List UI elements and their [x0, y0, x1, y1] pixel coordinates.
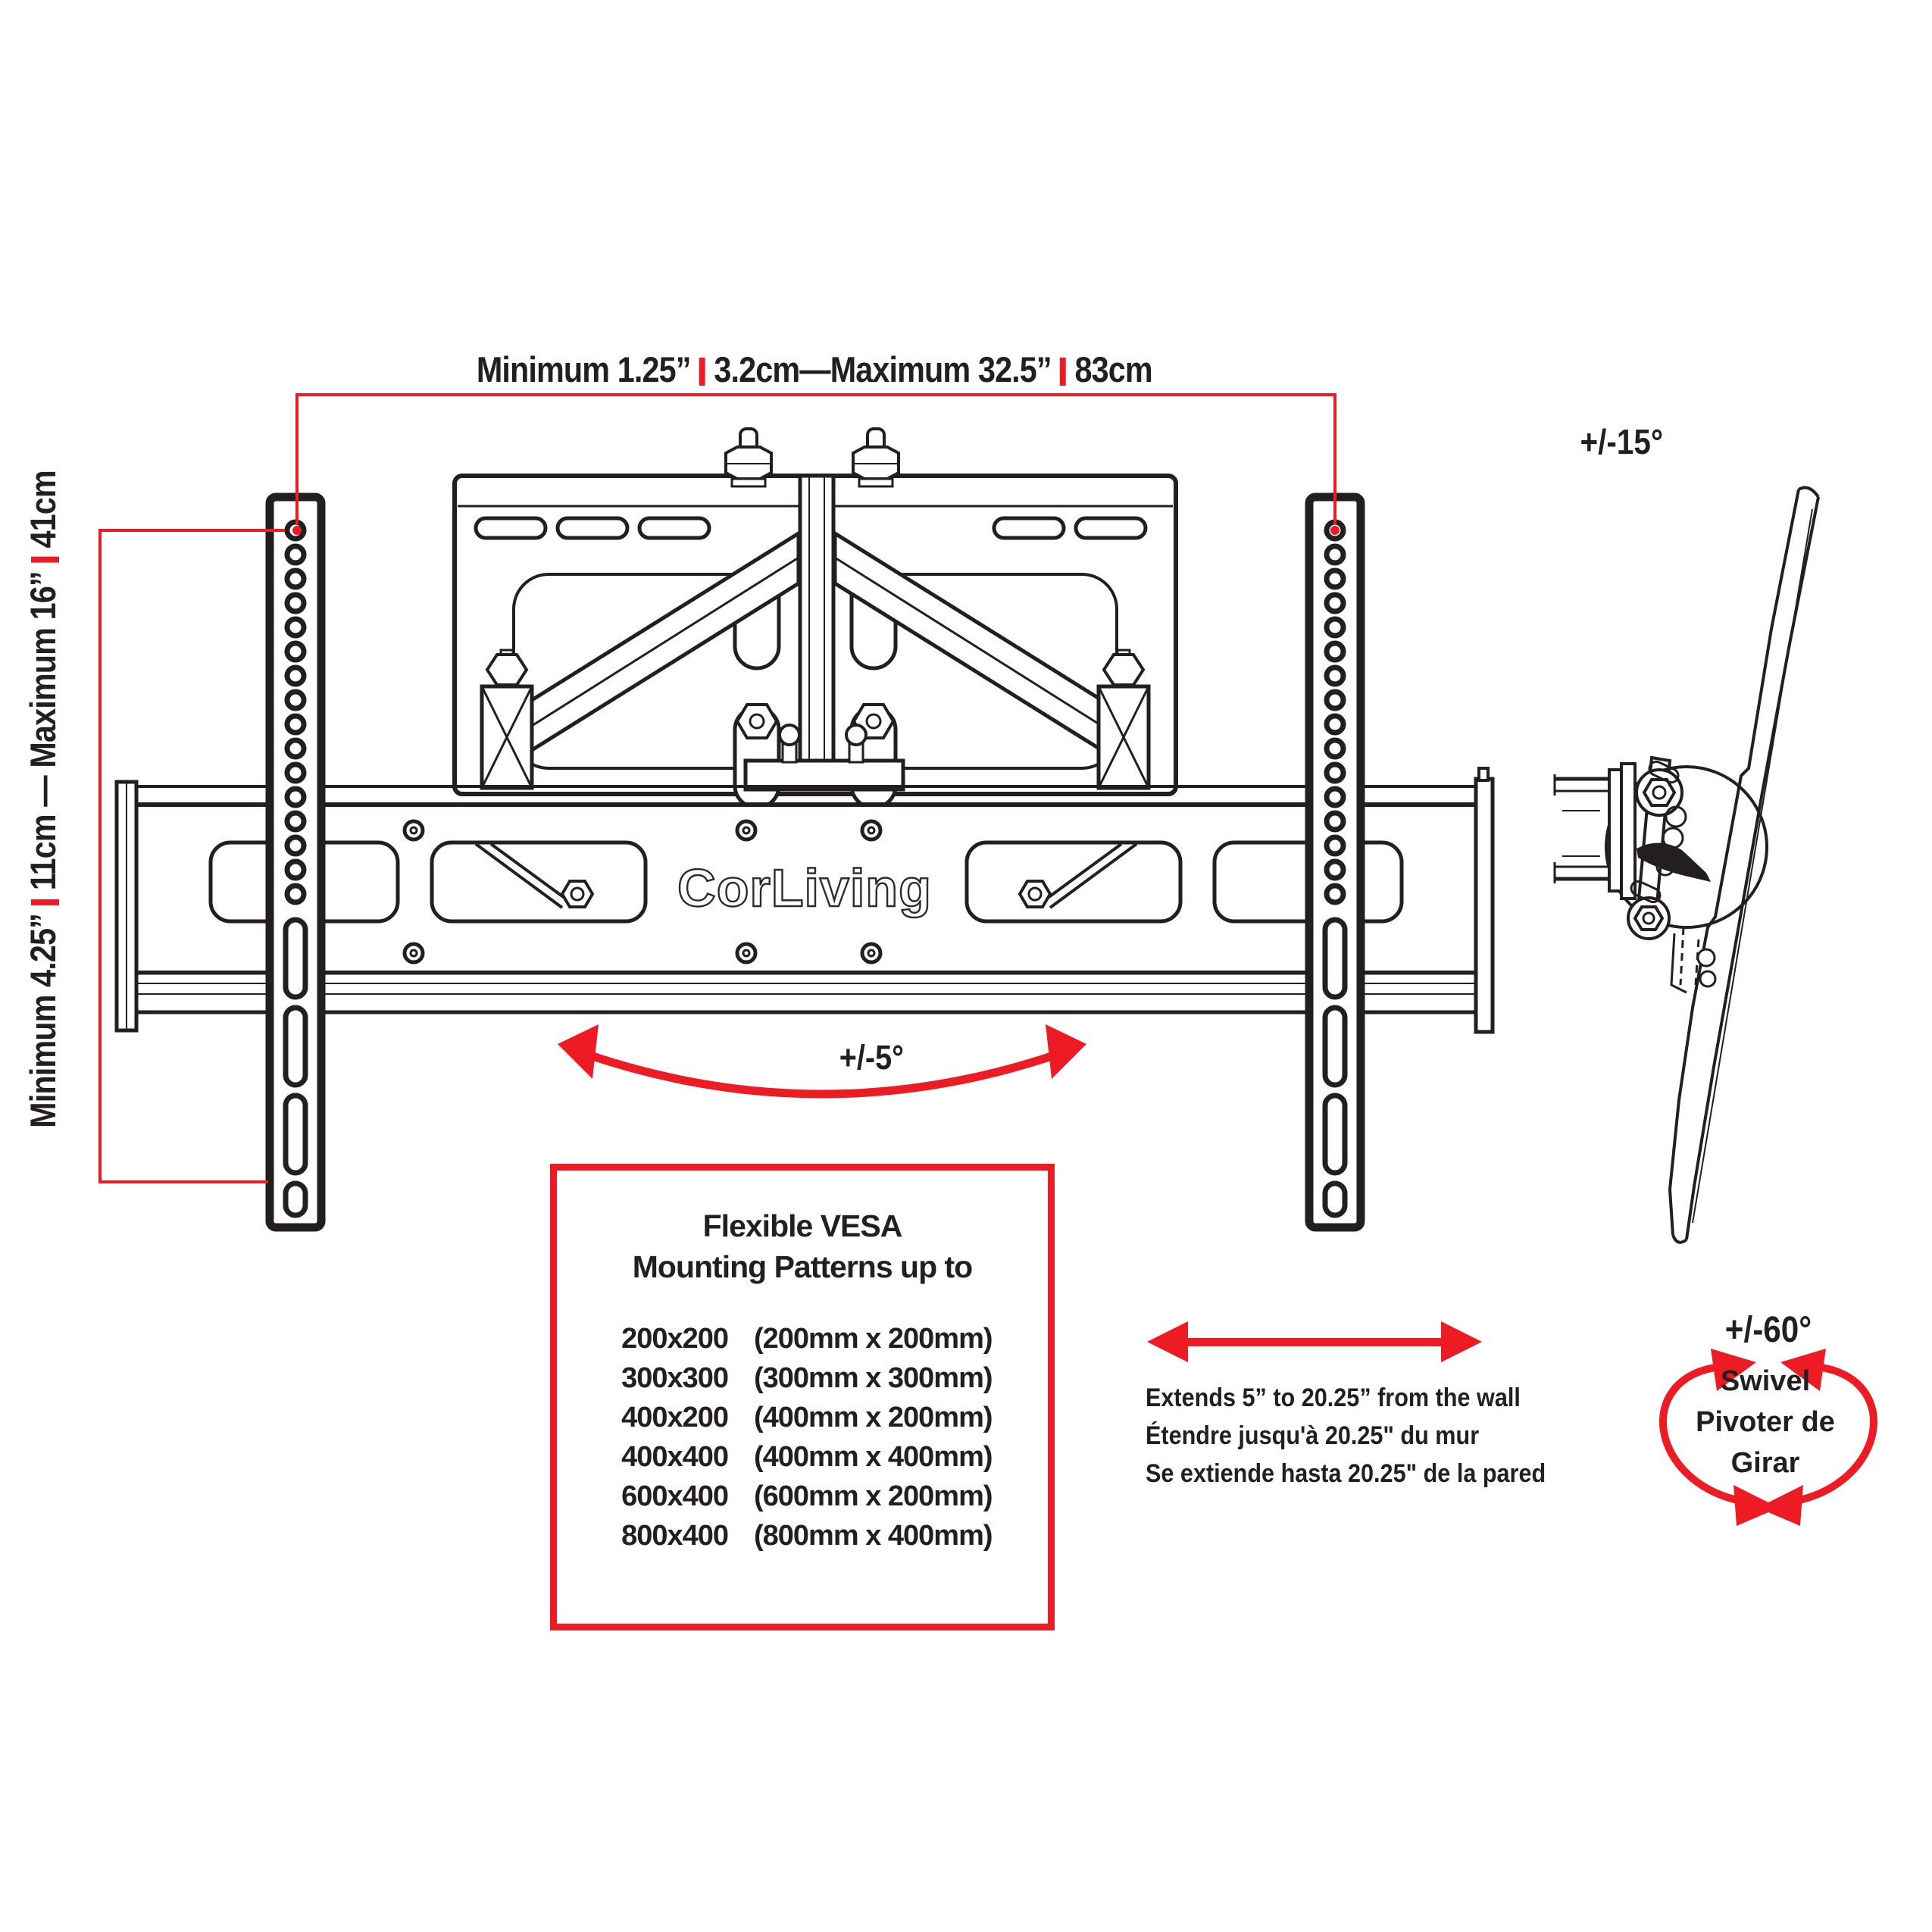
arm-end-block [480, 649, 1151, 790]
tilt-angle-label: +/-15° [1580, 422, 1663, 461]
left-dimension-label: Minimum 4.25” 11cm — Maximum 16” 41cm [19, 265, 67, 1333]
vesa-pattern-list: 200x200 (200mm x 200mm) 300x300 (300mm x 3… [557, 1319, 1048, 1555]
dimension-lines [98, 393, 1340, 1183]
left-dimension-cm: 41cm [23, 470, 63, 549]
tv-wall-plate: CorLiving [114, 767, 1495, 1034]
pivot-bolt-icon [1627, 768, 1683, 940]
vesa-pattern-row: 600x400 (600mm x 200mm) [557, 1477, 1048, 1516]
hex-bolt-icon [560, 880, 1052, 908]
extension-note-en: Extends 5” to 20.25” from the wall [1146, 1383, 1521, 1412]
extension-note-fr: Étendre jusqu'à 20.25" du mur [1146, 1421, 1480, 1450]
top-dimension-max: 3.2cm—Maximum 32.5” [714, 349, 1052, 389]
left-dimension-min: Minimum 4.25” [23, 914, 63, 1128]
swivel-text: Swivel Pivoter de Girar [1652, 1361, 1879, 1483]
extension-arrow [1147, 1321, 1482, 1362]
swivel-text-fr: Pivoter de [1696, 1406, 1835, 1438]
vesa-title-line1: Flexible VESA [702, 1208, 903, 1243]
right-vesa-rail [1305, 492, 1365, 1232]
top-bolt-icon [724, 427, 900, 488]
top-dimension-min: Minimum 1.25” [477, 349, 692, 389]
swivel-arrows [1658, 1349, 1878, 1526]
vesa-pattern-row: 800x400 (800mm x 400mm) [557, 1516, 1048, 1555]
vesa-size: 200x200 [621, 1322, 729, 1355]
vesa-mm: (600mm x 200mm) [754, 1480, 993, 1512]
red-divider [31, 899, 59, 905]
corliving-logo: CorLiving [677, 858, 932, 918]
vesa-title: Flexible VESA Mounting Patterns up to [557, 1205, 1048, 1287]
vesa-mm: (800mm x 400mm) [754, 1519, 993, 1552]
top-dimension-cm: 83cm [1074, 349, 1153, 389]
vesa-mm: (200mm x 200mm) [754, 1322, 993, 1355]
vesa-size: 400x200 [621, 1401, 729, 1433]
vesa-pattern-row: 200x200 (200mm x 200mm) [557, 1319, 1048, 1358]
vesa-pattern-row: 400x200 (400mm x 200mm) [557, 1398, 1048, 1437]
tilt-lever-icon [1637, 843, 1711, 882]
vesa-size: 600x400 [621, 1480, 729, 1512]
vesa-pattern-row: 400x400 (400mm x 400mm) [557, 1437, 1048, 1477]
swivel-angle-label: +/-60° [1724, 1310, 1812, 1350]
tilt-side-view [1553, 486, 1820, 1244]
red-divider [1060, 358, 1067, 386]
left-dimension-max: 11cm — Maximum 16” [23, 571, 63, 891]
top-dimension-label: Minimum 1.25” 3.2cm—Maximum 32.5” 83cm [318, 349, 1311, 390]
left-vesa-rail [265, 492, 326, 1232]
vesa-title-line2: Mounting Patterns up to [632, 1249, 973, 1284]
vesa-mm: (400mm x 200mm) [754, 1401, 993, 1433]
vesa-mm: (400mm x 400mm) [754, 1440, 993, 1473]
vesa-size: 800x400 [621, 1519, 729, 1552]
plate-screw-hole [402, 819, 883, 964]
red-divider [699, 358, 706, 386]
vesa-pattern-row: 300x300 (300mm x 300mm) [557, 1358, 1048, 1398]
pan-angle-label: +/-5° [839, 1038, 904, 1077]
vesa-pattern-box: Flexible VESA Mounting Patterns up to 20… [550, 1164, 1055, 1630]
swivel-text-es: Girar [1730, 1447, 1800, 1479]
extension-note-es: Se extiende hasta 20.25" de la pared [1146, 1459, 1546, 1488]
vesa-size: 400x400 [621, 1440, 729, 1473]
extension-note: Extends 5” to 20.25” from the wall Étend… [1146, 1379, 1590, 1493]
red-divider [31, 556, 59, 563]
articulating-arm-assembly [452, 427, 1178, 810]
vesa-size: 300x300 [621, 1361, 729, 1394]
swivel-text-en: Swivel [1720, 1365, 1811, 1397]
vesa-mm: (300mm x 300mm) [754, 1361, 993, 1394]
pan-arrow [558, 1024, 1086, 1099]
